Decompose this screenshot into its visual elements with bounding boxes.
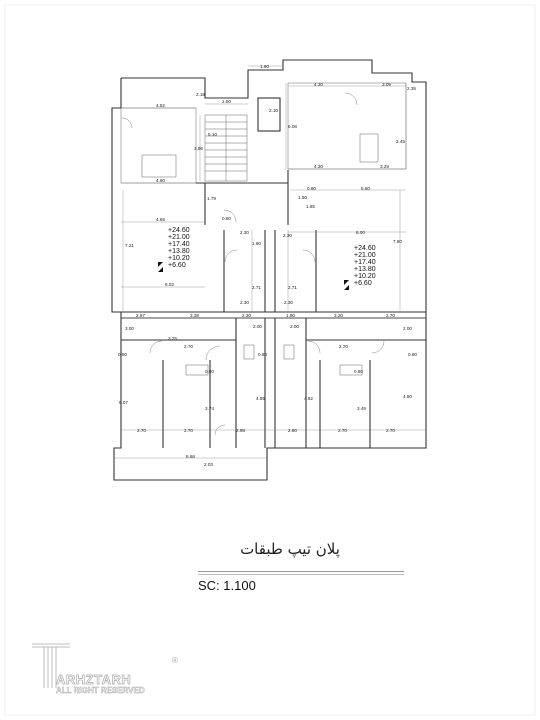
dim-label: 5.10: [208, 132, 217, 137]
scale-label: SC: 1.100: [198, 578, 256, 593]
dim-label: 2.00: [253, 324, 262, 329]
dim-label: 4.80: [403, 394, 412, 399]
dim-label: 4.30: [314, 82, 323, 87]
elevation-label: +24.60: [354, 245, 376, 252]
dim-label: 2.98: [236, 428, 245, 433]
dim-label: 2.70: [386, 428, 395, 433]
sheet-border: [4, 4, 536, 716]
dim-label: 2.71: [252, 285, 261, 290]
dim-label: 8.68: [186, 454, 195, 459]
dim-label: 2.80: [288, 428, 297, 433]
dim-label: 2.30: [240, 300, 249, 305]
dimension-lines: [114, 65, 426, 459]
dim-label: 4.30: [314, 164, 323, 169]
elevation-block-left: +24.60 +21.00 +17.40 +13.80 +10.20 +6.60: [158, 227, 190, 272]
dim-label: 5.60: [361, 186, 370, 191]
dim-label: 2.03: [204, 462, 213, 467]
dimension-labels: 1.60 2.50 2.10 2.18 4.52 4.30 3.09 2.35 …: [119, 64, 416, 467]
dim-label: 2.30: [240, 230, 249, 235]
dim-label: 3.25: [168, 336, 177, 341]
dim-label: 2.35: [407, 86, 416, 91]
dim-label: 2.70: [184, 344, 193, 349]
dim-label: 2.18: [196, 92, 205, 97]
dim-label: 1.79: [207, 196, 216, 201]
dim-label: 2.50: [222, 99, 231, 104]
opening-tag-label: 0.80: [258, 352, 267, 357]
dim-label: 2.10: [269, 108, 278, 113]
level-marker-icon: [344, 280, 349, 290]
dim-label: 5.07: [119, 400, 128, 405]
logo-pillar-icon: [32, 643, 70, 688]
dim-label: 2.70: [184, 428, 193, 433]
dim-label: 3.49: [357, 406, 366, 411]
title-underline: [198, 571, 404, 575]
dim-label: 1.60: [260, 64, 269, 69]
dim-label: 3.09: [382, 82, 391, 87]
dim-label: 2.70: [338, 428, 347, 433]
dim-label: 3.74: [205, 406, 214, 411]
building-outline: [111, 59, 427, 481]
elevation-label: +24.60: [168, 227, 190, 234]
logo-brand-text: ARHZTARH: [56, 672, 132, 688]
dim-label: 2.00: [290, 324, 299, 329]
dim-label: 2.30: [284, 300, 293, 305]
level-marker-icon: [158, 262, 163, 272]
dim-label: 3.00: [125, 326, 134, 331]
elevation-label: +17.40: [354, 259, 376, 266]
dim-label: 2.71: [288, 285, 297, 290]
dim-label: 3.96: [194, 146, 203, 151]
dim-label: 4.82: [304, 396, 313, 401]
brand-logo: [32, 643, 70, 688]
plan-title: پلان تیپ طبقات: [240, 540, 340, 558]
dim-label: 2.00: [403, 326, 412, 331]
dim-label: 4.65: [156, 217, 165, 222]
opening-tag-label: 0.80: [118, 352, 127, 357]
dim-label: 4.60: [156, 178, 165, 183]
dim-label: 6.00: [356, 230, 365, 235]
dim-label: 7.21: [125, 243, 134, 248]
dim-label: 3.29: [380, 164, 389, 169]
elevation-label: +17.40: [168, 241, 190, 248]
elevation-label: +21.00: [168, 234, 190, 241]
opening-tag-label: 0.80: [222, 216, 231, 221]
elevation-block-right: +24.60 +21.00 +17.40 +13.80 +10.20 +6.60: [344, 245, 376, 290]
dim-label: 1.90: [252, 241, 261, 246]
dim-label: 2.57: [136, 313, 145, 318]
elevation-label: +13.80: [354, 266, 376, 273]
dim-label: 2.30: [283, 233, 292, 238]
dim-label: 6.08: [288, 124, 297, 129]
dim-label: 1.50: [298, 195, 307, 200]
dim-label: 7.80: [393, 239, 402, 244]
dim-label: 1.85: [306, 204, 315, 209]
dim-label: 3.38: [190, 313, 199, 318]
dim-label: 3.20: [334, 313, 343, 318]
elevation-label: +21.00: [354, 252, 376, 259]
dim-label: 6.02: [165, 282, 174, 287]
dim-label: 1.90: [286, 313, 295, 318]
opening-tag-label: 0.80: [408, 352, 417, 357]
dim-label: 2.30: [242, 313, 251, 318]
elevation-label: +6.60: [354, 280, 372, 287]
dim-label: 2.45: [396, 139, 405, 144]
logo-tagline: ALL RIGHT RESERVED: [56, 686, 145, 696]
opening-tag-label: 0.80: [354, 369, 363, 374]
elevation-label: +6.60: [168, 262, 186, 269]
elevation-label: +13.80: [168, 248, 190, 255]
dim-label: 4.52: [156, 103, 165, 108]
elevation-label: +10.20: [168, 255, 190, 262]
elevation-label: +10.20: [354, 273, 376, 280]
dim-label: 2.70: [386, 313, 395, 318]
dim-label: 4.85: [256, 396, 265, 401]
opening-tags: 0.80 0.80 0.80 0.80 0.80 0.80 0.80: [118, 186, 417, 374]
registered-mark: ®: [172, 656, 178, 665]
opening-tag-label: 0.80: [307, 186, 316, 191]
opening-tag-label: 0.80: [205, 369, 214, 374]
dim-label: 2.70: [137, 428, 146, 433]
dim-label: 2.70: [339, 344, 348, 349]
